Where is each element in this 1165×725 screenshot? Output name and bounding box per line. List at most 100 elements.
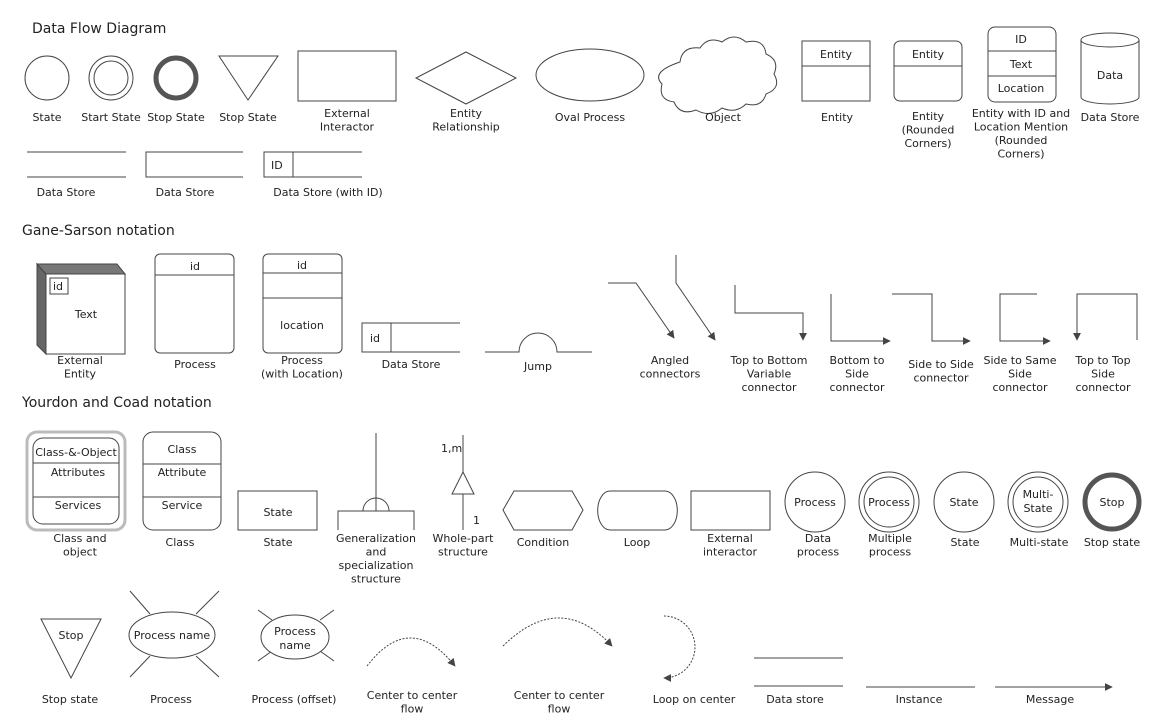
label-state: State [32, 111, 61, 124]
label-yc-stop-tri: Stop state [42, 693, 99, 706]
center-to-center-flow-1[interactable] [366, 637, 456, 667]
label-gen-spec: structure [351, 573, 401, 586]
gs-process-location-shape[interactable]: id location [262, 253, 343, 354]
multi-state-shape[interactable]: Multi- State [1007, 471, 1069, 533]
label-stss: Side to Same [983, 354, 1056, 367]
external-entity-text: Text [74, 308, 98, 321]
label-data-store-2: Data Store [156, 186, 215, 199]
label-yc-external: External [707, 532, 753, 545]
external-interactor-shape[interactable] [297, 50, 397, 102]
label-yc-process: Process [150, 693, 192, 706]
external-entity-shape[interactable]: id Text [35, 262, 127, 356]
stop-state-circle-shape[interactable]: Stop [1082, 472, 1142, 532]
label-c2c-2: flow [548, 703, 571, 716]
label-multi-state: Multi-state [1010, 536, 1069, 549]
label-angled: Angled [651, 354, 689, 367]
process-name-text: Process name [134, 629, 211, 642]
side-to-same-side-connector[interactable] [999, 293, 1051, 345]
stop-state-triangle-shape[interactable] [218, 55, 279, 101]
label-instance: Instance [896, 693, 943, 706]
label-yc-state: State [263, 536, 292, 549]
multi-state-line-1: Multi- [1023, 488, 1054, 501]
label-entity-relationship: Relationship [432, 121, 500, 134]
entity-text-text: Text [1009, 58, 1033, 71]
center-to-center-flow-2[interactable] [502, 617, 613, 647]
class-attribute: Attribute [158, 466, 207, 479]
label-c2c-1: Center to center [367, 689, 458, 702]
data-store-id-shape[interactable]: ID [263, 151, 362, 178]
yc-external-interactor-shape[interactable] [690, 490, 771, 531]
state-circle-shape[interactable]: State [933, 471, 995, 533]
yc-process-offset-shape[interactable]: Process name [257, 609, 335, 662]
data-process-shape[interactable]: Process [784, 471, 846, 533]
label-entity-rounded: Corners) [904, 137, 951, 150]
gs-data-store-id: id [370, 332, 380, 345]
entity-relationship-shape[interactable] [414, 51, 518, 105]
label-multiple-process: process [869, 546, 912, 559]
label-message: Message [1026, 693, 1074, 706]
label-gs-process: Process [174, 358, 216, 371]
class-object-shape[interactable]: Class-&-Object Attributes Services [25, 430, 127, 532]
label-oval-process: Oval Process [555, 111, 625, 124]
whole-part-shape[interactable]: 1,m 1 [441, 435, 480, 530]
oval-process-shape[interactable] [535, 48, 645, 102]
state-circle-text: State [949, 496, 978, 509]
label-data-process: process [797, 546, 840, 559]
gen-spec-shape[interactable] [337, 433, 415, 530]
data-store-open-shape[interactable] [145, 151, 243, 178]
yc-process-shape[interactable]: Process name [128, 590, 220, 678]
state-rect-shape[interactable]: State [237, 490, 318, 531]
entity-id-location-shape[interactable]: ID Text Location [987, 26, 1057, 103]
label-yc-process-offset: Process (offset) [252, 693, 337, 706]
data-store-cylinder-shape[interactable]: Data [1080, 32, 1140, 105]
data-store-lines-shape[interactable] [27, 151, 126, 178]
label-entity-id-location: (Rounded [995, 134, 1048, 147]
object-cloud-shape[interactable] [658, 36, 778, 114]
whole-part-top-label: 1,m [441, 442, 462, 455]
process-offset-line-2: name [279, 639, 310, 652]
label-ttt: Top to Top [1074, 354, 1130, 367]
entity-shape[interactable]: Entity [801, 40, 871, 102]
state-rect-text: State [263, 506, 292, 519]
yc-data-store-shape[interactable] [754, 657, 843, 687]
yc-stop-triangle-shape[interactable]: Stop [40, 618, 102, 680]
label-start-state: Start State [81, 111, 141, 124]
label-bts: connector [829, 381, 885, 394]
class-shape[interactable]: Class Attribute Service [142, 431, 222, 531]
top-to-bottom-connector[interactable] [734, 285, 807, 341]
section-title-dfd: Data Flow Diagram [32, 21, 166, 37]
gs-process-id: id [190, 260, 200, 273]
loop-shape[interactable] [597, 490, 678, 531]
label-data-store-id: Data Store (with ID) [273, 186, 382, 199]
label-yc-external: interactor [703, 546, 757, 559]
jump-connector[interactable] [485, 332, 592, 353]
label-sts: Side to Side [908, 358, 974, 371]
entity-location-text: Location [998, 82, 1045, 95]
label-object: Object [705, 111, 742, 124]
loop-on-center[interactable] [663, 615, 696, 682]
bottom-to-side-connector[interactable] [830, 294, 891, 345]
label-entity-id-location: Corners) [997, 148, 1044, 161]
class-object-attributes: Attributes [51, 466, 106, 479]
condition-shape[interactable] [502, 490, 584, 531]
label-yc-stop-state: Stop state [1084, 536, 1141, 549]
top-to-top-connector[interactable] [1073, 293, 1138, 341]
label-bts: Side [845, 368, 869, 381]
angled-connectors[interactable] [608, 255, 716, 341]
stop-state-shape[interactable] [153, 55, 199, 101]
label-ttb: connector [741, 381, 797, 394]
gs-data-store-shape[interactable]: id [361, 322, 460, 353]
side-to-side-connector[interactable] [892, 293, 971, 345]
state-shape[interactable] [24, 55, 70, 101]
entity-rounded-shape[interactable]: Entity [893, 40, 963, 102]
label-multiple-process: Multiple [868, 532, 912, 545]
label-gen-spec: and [366, 546, 387, 559]
label-gs-data-store: Data Store [382, 358, 441, 371]
multiple-process-shape[interactable]: Process [858, 471, 920, 533]
start-state-shape[interactable] [88, 55, 134, 101]
whole-part-bottom-label: 1 [473, 514, 480, 527]
gs-process-shape[interactable]: id [154, 253, 235, 354]
label-stop-state-tri: Stop State [219, 111, 277, 124]
label-yc-state-circle: State [950, 536, 979, 549]
